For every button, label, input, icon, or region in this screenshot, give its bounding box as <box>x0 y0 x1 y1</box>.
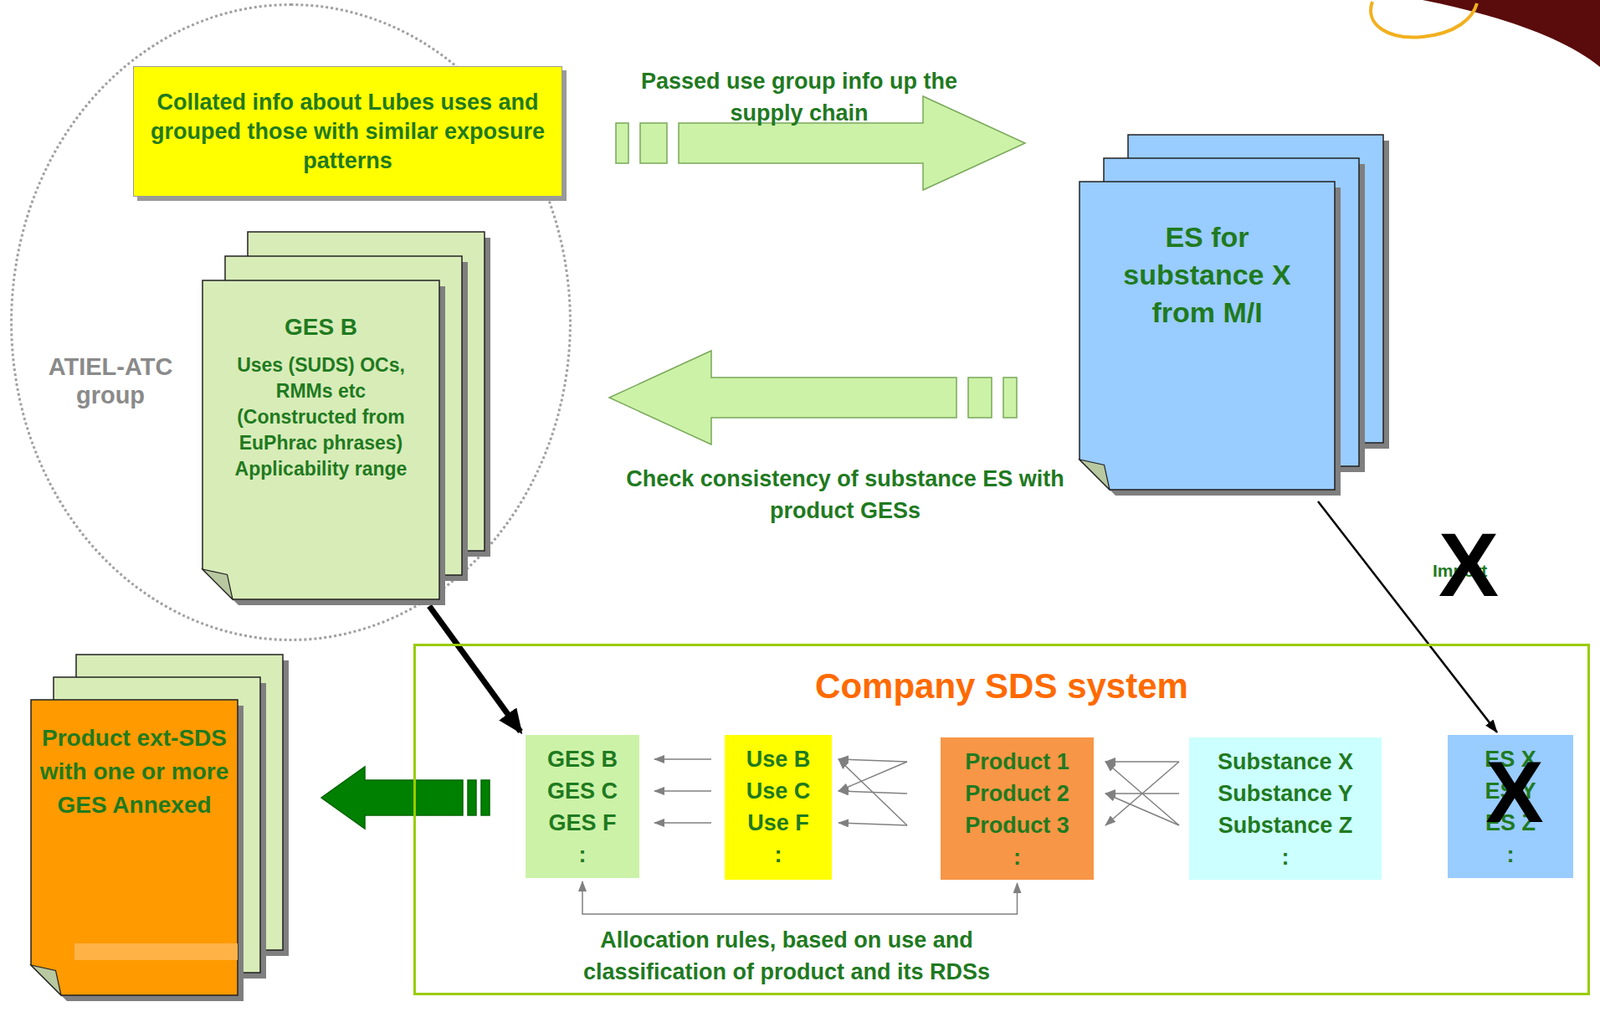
list-box: Product 1Product 2Product 3: <box>940 737 1094 880</box>
arrow-dash <box>615 123 629 164</box>
block-arrow <box>609 350 957 445</box>
system-frame: Company SDS systemGES BGES CGES F:Use BU… <box>413 643 1590 995</box>
list-box: Substance XSubstance YSubstance Z: <box>1189 737 1382 880</box>
list-item: Substance Y <box>1189 777 1382 810</box>
list-item: Product 2 <box>940 777 1094 810</box>
connector <box>321 766 490 829</box>
node-text: GES B <box>232 312 410 343</box>
cross-mark: X <box>1422 514 1515 616</box>
connector-line <box>838 761 908 791</box>
connector-label: Check consistency of substance ES with p… <box>623 462 1067 527</box>
document-stack: ES for substance X from M/I <box>1079 181 1335 490</box>
arrow-dash <box>968 377 992 418</box>
connector-line <box>654 821 712 824</box>
list-item: : <box>940 841 1094 873</box>
document-stack: Product ext-SDS with one or more GES Ann… <box>30 699 238 995</box>
list-item: Use B <box>724 743 832 775</box>
node-text: Company SDS system <box>415 666 1588 707</box>
list-item: : <box>525 838 640 871</box>
connector-line <box>1105 761 1180 826</box>
page <box>30 699 238 995</box>
cross-mark: X <box>1468 741 1561 842</box>
connector-line <box>654 789 712 792</box>
corner-swoosh <box>1422 0 1600 67</box>
list-item: Product 3 <box>940 809 1094 842</box>
page-fold <box>202 569 233 600</box>
arrow-dash <box>640 123 667 164</box>
arrow-dash <box>467 779 477 816</box>
list-box: GES BGES CGES F: <box>525 734 640 878</box>
list-item: : <box>1447 838 1574 871</box>
list-item: : <box>724 838 832 871</box>
connector <box>609 350 1017 445</box>
connector <box>429 605 521 732</box>
list-item: Substance X <box>1189 745 1382 778</box>
arrow-dash <box>481 779 490 816</box>
list-box: Use BUse CUse F: <box>724 734 832 880</box>
page <box>202 280 440 600</box>
connector-line <box>838 822 908 826</box>
connector-label: Passed use group info up the supply chai… <box>602 65 996 129</box>
connector-line <box>838 758 908 762</box>
page-band <box>74 943 238 960</box>
list-item: GES B <box>525 743 640 775</box>
connector-line <box>1105 793 1180 826</box>
connector-line <box>838 790 908 794</box>
page-fold <box>30 964 62 995</box>
node-text: ES for substance X from M/I <box>1096 218 1318 332</box>
connector <box>1105 761 1180 826</box>
connector-line <box>1105 761 1180 826</box>
allocation-line <box>582 881 1018 914</box>
thick-arrow <box>429 605 521 732</box>
connector <box>838 758 908 826</box>
arrow-dash <box>1003 377 1017 418</box>
list-item: GES F <box>525 806 640 839</box>
list-item: Use F <box>724 806 832 839</box>
list-item: Use C <box>724 774 832 807</box>
group-circle: ATIEL-ATC group Collated info about Lubes… <box>10 3 572 642</box>
list-item: Product 1 <box>940 745 1094 778</box>
node-text: Uses (SUDS) OCs, RMMs etc (Constructed f… <box>232 352 410 483</box>
node-text: ATIEL-ATC group <box>30 352 190 410</box>
list-item: GES C <box>525 774 640 807</box>
connector-line <box>1105 760 1180 763</box>
connector <box>582 881 1018 914</box>
connector-line <box>838 758 908 826</box>
note-box: Collated info about Lubes uses and group… <box>133 66 563 197</box>
document-stack: GES B Uses (SUDS) OCs, RMMs etc (Construc… <box>202 280 440 600</box>
page <box>1079 181 1335 490</box>
list-item: : <box>1189 841 1382 873</box>
connector-line <box>654 758 712 760</box>
connector-label: Allocation rules, based on use and class… <box>548 923 1026 988</box>
block-arrow <box>321 766 463 829</box>
connector <box>654 758 712 823</box>
page-fold <box>1079 459 1110 490</box>
corner-arc <box>1370 1 1477 38</box>
list-item: Substance Z <box>1189 809 1382 842</box>
node-text: Product ext-SDS with one or more GES Ann… <box>39 721 230 822</box>
node-text: Collated info about Lubes uses and group… <box>145 87 550 176</box>
